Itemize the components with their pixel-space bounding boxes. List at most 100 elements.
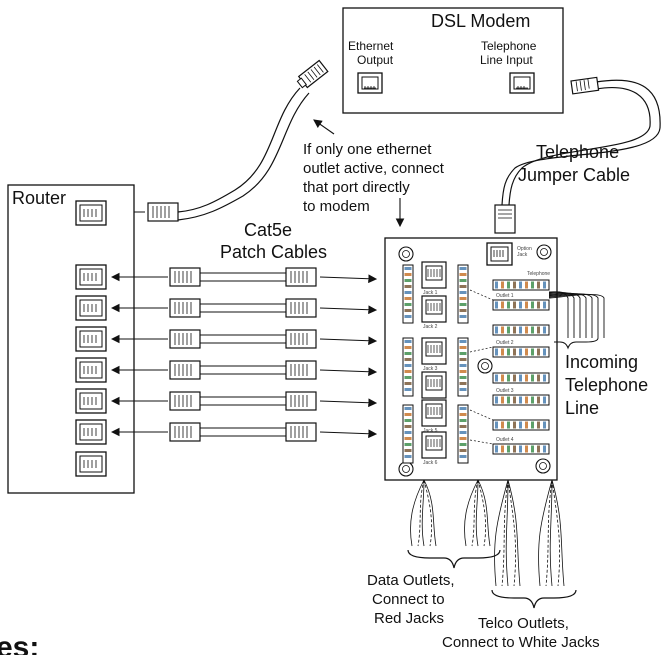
data-jack-6: Jack 6 (421, 431, 447, 466)
jack-label: Jack 6 (423, 460, 438, 466)
telephone-input-label-2: Line Input (480, 53, 533, 67)
jack-label: Jack 5 (423, 428, 438, 434)
telco-punch-block-7 (492, 419, 550, 431)
data-jack-1: Jack 1 (421, 261, 447, 296)
telco-punch-block-3 (492, 324, 550, 336)
patch-cable-6 (110, 422, 378, 442)
panel-trace (469, 409, 494, 421)
telephone-input-label-1: Telephone (481, 39, 537, 53)
telco-punch-block-4 (492, 346, 550, 358)
telco-outlets-label-2: Connect to White Jacks (442, 634, 600, 651)
data-punch-block-2 (402, 337, 414, 397)
incoming-label-2: Telephone (565, 375, 648, 395)
incoming-wire (548, 293, 587, 338)
outlet-wire (494, 479, 509, 587)
patch-cable-5 (110, 391, 378, 411)
router-lan-ports (75, 264, 107, 477)
patch-plug (285, 422, 317, 442)
incoming-label-3: Line (565, 398, 599, 418)
data-outlets-label-2: Connect to (372, 591, 445, 608)
patch-plug (285, 329, 317, 349)
distribution-panel: Option Jack Telephone Jack 1 Jack 2 Jack 3… (384, 237, 558, 481)
data-punch-block-4 (457, 264, 469, 324)
outlet-wire (551, 479, 565, 587)
outlet-wire (507, 479, 517, 587)
telco-punch-block-6 (492, 394, 550, 406)
router-port-2 (75, 295, 107, 321)
patch-plug (285, 267, 317, 287)
patch-plug (169, 298, 201, 318)
jumper-modem-plug (570, 76, 600, 95)
router-uplink-plug (147, 202, 179, 222)
option-jack: Option Jack (486, 242, 532, 266)
telco-outlets-label-1: Telco Outlets, (478, 615, 569, 632)
note-line-2: outlet active, connect (303, 160, 445, 177)
outlet-label: Outlet 1 (496, 293, 514, 299)
incoming-label-1: Incoming (565, 352, 638, 372)
data-jack-5: Jack 5 (421, 399, 447, 434)
patch-plug (169, 422, 201, 442)
patch-cable-4 (110, 360, 378, 380)
router-uplink-port (75, 200, 107, 226)
telephone-jumper-cable (494, 76, 661, 234)
modem-to-router-ethernet-cable (108, 59, 329, 222)
patch-cables (110, 267, 378, 442)
ethernet-output-label-2: Output (357, 53, 394, 67)
data-wire-bundle-1 (410, 479, 437, 547)
telco-punch-block-5 (492, 372, 550, 384)
panel-trace (469, 289, 494, 301)
router-title: Router (12, 188, 66, 208)
patch-plug (285, 298, 317, 318)
data-jack-3: Jack 3 (421, 337, 447, 372)
incoming-wire (548, 293, 593, 338)
patch-plug (169, 329, 201, 349)
patch-plug (285, 360, 317, 380)
dsl-modem: DSL Modem Ethernet Output Telephone Line… (342, 7, 564, 114)
patch-cables-label-2: Patch Cables (220, 242, 327, 262)
modem-ethernet-plug (296, 59, 329, 89)
option-jack-label: Jack (517, 252, 528, 258)
telco-outlets-brace (491, 589, 577, 609)
router-port-6 (75, 419, 107, 445)
incoming-brace (554, 337, 599, 350)
outlet-wire (464, 479, 479, 547)
outlet-wire (423, 479, 432, 547)
outlet-label: Outlet 4 (496, 437, 514, 443)
data-punch-block-3 (402, 404, 414, 464)
panel-screw-icon (398, 246, 414, 262)
router-port-1 (75, 264, 107, 290)
outlet-wire (477, 479, 491, 547)
jumper-label-2: Jumper Cable (518, 165, 630, 185)
jack-label: Jack 1 (423, 290, 438, 296)
jack-label: Jack 2 (423, 324, 438, 330)
telco-punch-block-8 (492, 443, 550, 455)
note-line-3: that port directly (303, 179, 410, 196)
outlet-wire (551, 479, 561, 587)
jack-label: Jack 3 (423, 366, 438, 372)
incoming-wire (548, 292, 581, 338)
data-punch-block-5 (457, 337, 469, 397)
outlet-label: Outlet 3 (496, 388, 514, 394)
data-outlets-label-1: Data Outlets, (367, 572, 455, 589)
patch-plug (169, 267, 201, 287)
outlet-wire (507, 479, 521, 587)
outlet-wire (477, 479, 486, 547)
telco-punch-block-1 (492, 279, 550, 291)
panel-telephone-label: Telephone (527, 271, 550, 277)
panel-screw-icon (536, 244, 552, 260)
outlet-wire (505, 479, 509, 587)
telco-punch-block-2 (492, 299, 550, 311)
notes-heading-partial: es: (0, 631, 39, 655)
data-jack-2: Jack 2 (421, 295, 447, 330)
incoming-wire (548, 294, 605, 338)
patch-cable-1 (110, 267, 378, 287)
note-line-1: If only one ethernet (303, 141, 432, 158)
outlet-wire (417, 479, 425, 547)
outlet-wire (423, 479, 437, 547)
patch-cables-label-1: Cat5e (244, 220, 292, 240)
incoming-telephone-wires (548, 291, 605, 350)
router-port-4 (75, 357, 107, 383)
outlet-wire (545, 479, 553, 587)
